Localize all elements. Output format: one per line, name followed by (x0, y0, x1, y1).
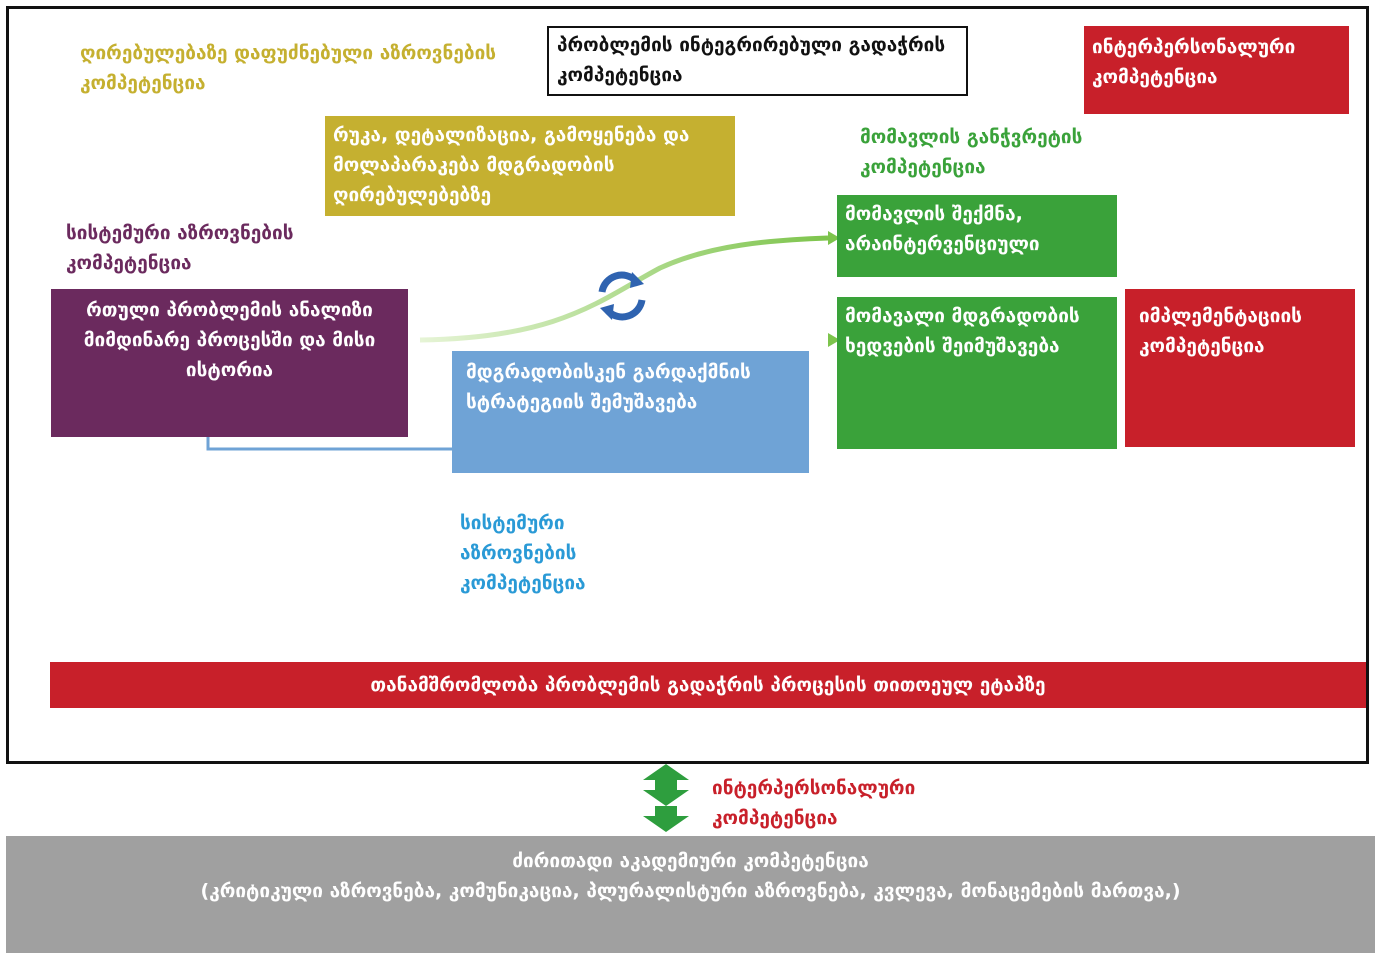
integrated-competence-box: პრობლემის ინტეგრირებული გადაჭრის კომპეტე… (547, 26, 968, 96)
collaboration-bar: თანამშრომლობა პრობლემის გადაჭრის პროცესი… (50, 662, 1366, 708)
interpersonal-bottom-label: ინტერპერსონალური კომპეტენცია (712, 777, 916, 829)
implementation-box: იმპლემენტაციის კომპეტენცია (1125, 289, 1355, 447)
academic-title: ძირითადი აკადემიური კომპეტენცია (512, 850, 869, 872)
values-competence-label: ღირებულებაზე დაფუძნებული აზროვნების კომპ… (80, 42, 497, 94)
mapping-box: რუკა, დეტალიზაცია, გამოყენება და მოლაპარ… (325, 116, 735, 216)
strategy-box: მდგრადობისკენ გარდაქმნის სტრატეგიის შემუ… (452, 351, 809, 473)
academic-competence-box: ძირითადი აკადემიური კომპეტენცია (კრიტიკუ… (6, 836, 1375, 953)
cycle-arrows-icon (598, 271, 646, 321)
arrowhead-vision (828, 333, 840, 347)
vision-box: მომავალი მდგრადობის ხედვების შეიმუშავება (837, 297, 1117, 449)
arrowhead-future (828, 231, 840, 245)
double-arrow-vertical-icon (643, 764, 689, 832)
anticipatory-competence-label: მომავლის განჭვრეტის კომპეტენცია (860, 126, 1083, 178)
future-creation-box: მომავლის შექმნა, არაინტერვენციული (837, 195, 1117, 277)
problem-analysis-box: რთული პრობლემის ანალიზი მიმდინარე პროცეს… (51, 289, 408, 437)
systems-competence-left-label: სისტემური აზროვნების კომპეტენცია (66, 222, 294, 274)
systems-competence-bottom-label: სისტემური აზროვნების კომპეტენცია (460, 512, 586, 594)
interpersonal-box-top: ინტერპერსონალური კომპეტენცია (1084, 26, 1349, 114)
arrow-to-future (419, 235, 829, 343)
feedback-line (206, 436, 452, 451)
academic-details: (კრიტიკული აზროვნება, კომუნიკაცია, პლურა… (200, 880, 1181, 902)
